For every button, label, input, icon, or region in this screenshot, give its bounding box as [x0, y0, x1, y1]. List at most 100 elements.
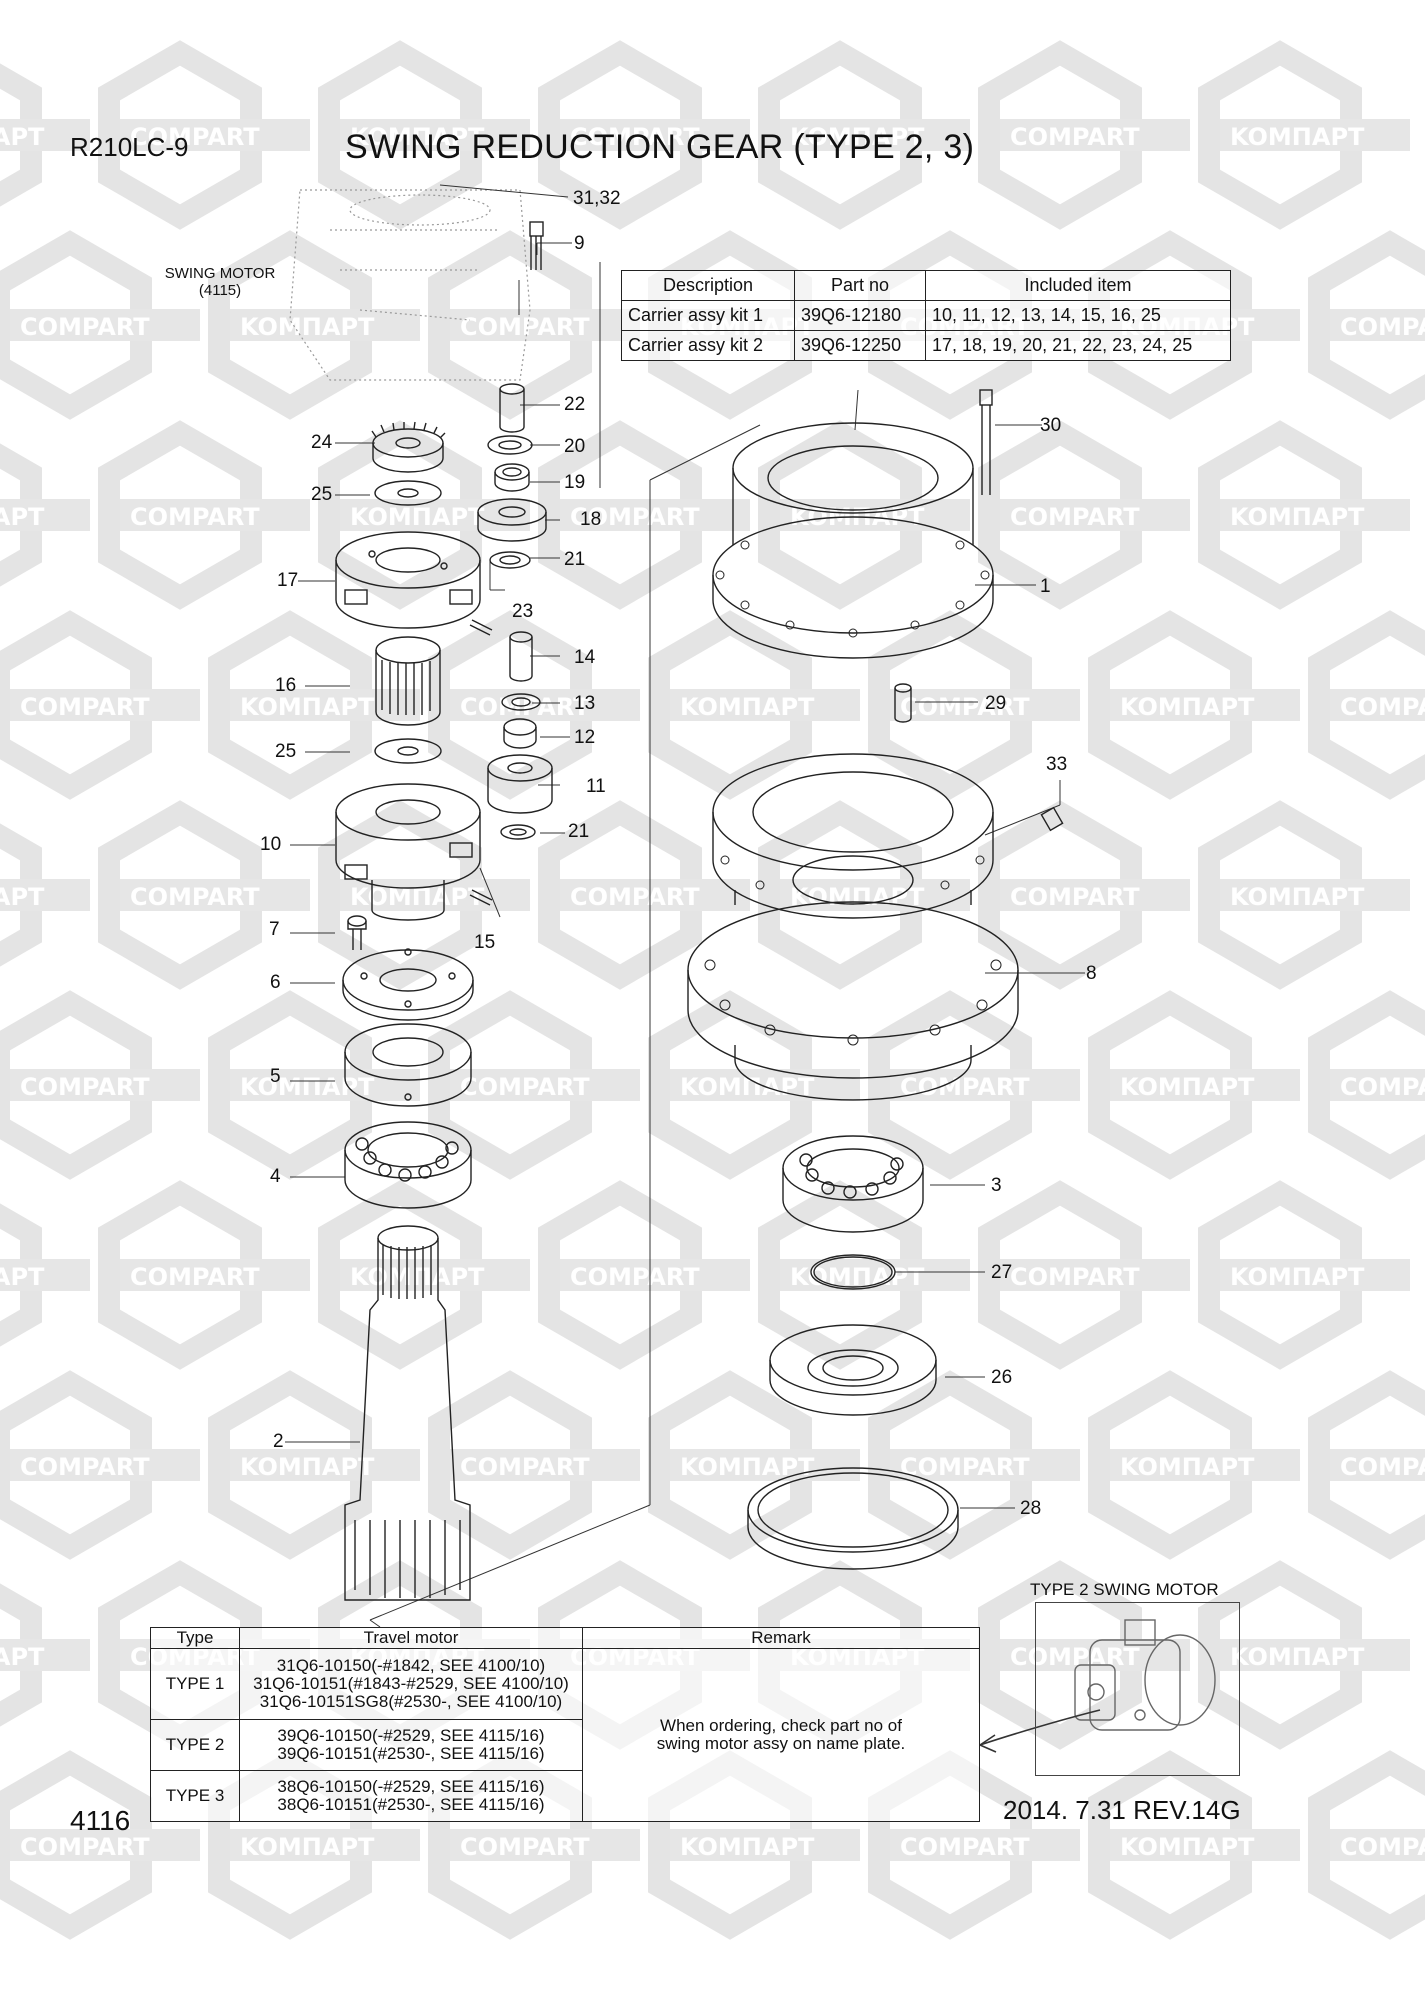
watermark-text: COMPART [20, 313, 150, 341]
watermark-text: COMPART [460, 1833, 590, 1861]
watermark-text: COMPART [900, 1073, 1030, 1101]
washer-20 [487, 435, 533, 455]
kit-description: Carrier assy kit 2 [621, 330, 795, 361]
motor-part: 31Q6-10151SG8(#2530-, SEE 4100/10) [259, 1692, 563, 1711]
type-remark: When ordering, check part no of swing mo… [582, 1648, 980, 1822]
type-name: TYPE 3 [150, 1770, 240, 1822]
watermark-logo: KOMПАРТ [318, 420, 530, 610]
kit-col-part-no: Part no [794, 270, 926, 301]
o-ring-27 [810, 1254, 896, 1290]
watermark-text: COMPART [130, 123, 260, 151]
watermark-logo: COMPART [98, 40, 310, 230]
type2-swing-motor-image [1074, 1619, 1216, 1731]
watermark-text: COMPART [20, 1833, 150, 1861]
watermark-text: KOMПАРТ [680, 1453, 815, 1481]
watermark-text: COMPART [570, 123, 700, 151]
watermark-logo: COMPART [978, 1560, 1190, 1750]
callout-21-lower: 21 [568, 821, 590, 842]
watermark-text: COMPART [20, 1453, 150, 1481]
watermark-logo: COMPART [1308, 1750, 1425, 1940]
watermark-logo: KOMПАРТ [648, 1370, 860, 1560]
watermark-text: COMPART [1340, 693, 1425, 721]
watermark-logo: KOMПАРТ [758, 40, 970, 230]
page-number: 4116 [70, 1805, 131, 1836]
swing-motor-label-line1: SWING MOTOR [164, 265, 276, 282]
gear-18 [477, 498, 547, 542]
remark-line: When ordering, check part no of [660, 1716, 902, 1735]
pin-22 [499, 383, 525, 433]
watermark-logo: COMPART [1308, 990, 1425, 1180]
washer-21-lower [500, 824, 536, 840]
callout-18: 18 [580, 509, 602, 530]
watermark-text: KOMПАРТ [0, 1643, 45, 1671]
bolt-30 [979, 389, 993, 495]
kit-col-description: Description [621, 270, 795, 301]
watermark-logo: KOMПАРТ [1088, 610, 1300, 800]
watermark-logo: KOMПАРТ [208, 1370, 420, 1560]
motor-part: 31Q6-10151(#1843-#2529, SEE 4100/10) [253, 1674, 569, 1693]
kit-part-no: 39Q6-12250 [794, 330, 926, 361]
watermark-text: COMPART [1340, 1073, 1425, 1101]
watermark-logo: COMPART [868, 610, 1080, 800]
cover-26 [769, 1324, 937, 1416]
watermark-text: KOMПАРТ [790, 123, 925, 151]
watermark-logo: COMPART [428, 230, 640, 420]
watermark-text: COMPART [570, 1263, 700, 1291]
bearing-4 [344, 1121, 472, 1209]
bearing-19 [494, 463, 530, 492]
watermark-text: COMPART [460, 1073, 590, 1101]
callout-29: 29 [985, 693, 1007, 714]
watermark-logo: KOMПАРТ [1088, 1750, 1300, 1940]
gear-24 [371, 421, 446, 473]
kit-description: Carrier assy kit 1 [621, 300, 795, 331]
callout-25-upper: 25 [311, 484, 333, 505]
housing-8 [687, 753, 1019, 1101]
callout-9: 9 [574, 233, 585, 254]
watermark-logo: COMPART [98, 800, 310, 990]
model-number: R210LC-9 [70, 132, 189, 162]
watermark-text: COMPART [1340, 1833, 1425, 1861]
pin-23 [469, 619, 493, 636]
washer-25-upper [374, 480, 442, 506]
callout-7: 7 [269, 919, 280, 940]
watermark-text: KOMПАРТ [0, 1263, 45, 1291]
watermark-logo: KOMПАРТ [208, 230, 420, 420]
watermark-text: COMPART [1010, 883, 1140, 911]
kit-included-items: 17, 18, 19, 20, 21, 22, 23, 24, 25 [925, 330, 1231, 361]
watermark-text: KOMПАРТ [240, 693, 375, 721]
kit-table-header: Description Part no Included item [621, 270, 1231, 301]
callout-21-upper: 21 [564, 549, 586, 570]
swing-motor-outline [289, 189, 531, 381]
watermark-text: KOMПАРТ [1230, 1263, 1365, 1291]
watermark-logo: COMPART [0, 610, 200, 800]
watermark-logo: COMPART [978, 1180, 1190, 1370]
watermark-logo: COMPART [868, 1370, 1080, 1560]
swing-motor-label-line2: (4115) [198, 282, 242, 299]
callout-25-lower: 25 [275, 741, 297, 762]
gear-16 [375, 636, 441, 726]
plate-6 [342, 948, 474, 1021]
callout-3: 3 [991, 1175, 1002, 1196]
watermark-logo: KOMПАРТ [0, 63, 90, 207]
watermark-text: COMPART [130, 503, 260, 531]
watermark-logo: KOMПАРТ [648, 610, 860, 800]
watermark-logo: KOMПАРТ [1088, 990, 1300, 1180]
watermark-text: KOMПАРТ [0, 883, 45, 911]
callout-22: 22 [564, 394, 586, 415]
type-motor-list: 38Q6-10150(-#2529, SEE 4115/16) 38Q6-101… [239, 1770, 583, 1822]
callout-19: 19 [564, 472, 586, 493]
callout-1: 1 [1040, 576, 1051, 597]
watermark-logo: KOMПАРТ [0, 823, 90, 967]
kit-included-items: 10, 11, 12, 13, 14, 15, 16, 25 [925, 300, 1231, 331]
gear-11 [487, 754, 553, 814]
callout-20: 20 [564, 436, 586, 457]
callout-24: 24 [311, 432, 333, 453]
watermark-text: KOMПАРТ [0, 503, 45, 531]
washer-25-lower [374, 738, 442, 764]
watermark-logo: COMPART [0, 1370, 200, 1560]
watermark-logo: KOMПАРТ [648, 1750, 860, 1940]
watermark-text: KOMПАРТ [680, 693, 815, 721]
watermark-logo: COMPART [1308, 610, 1425, 800]
watermark-logo: KOMПАРТ [1198, 1560, 1410, 1750]
callout-23: 23 [512, 601, 534, 622]
